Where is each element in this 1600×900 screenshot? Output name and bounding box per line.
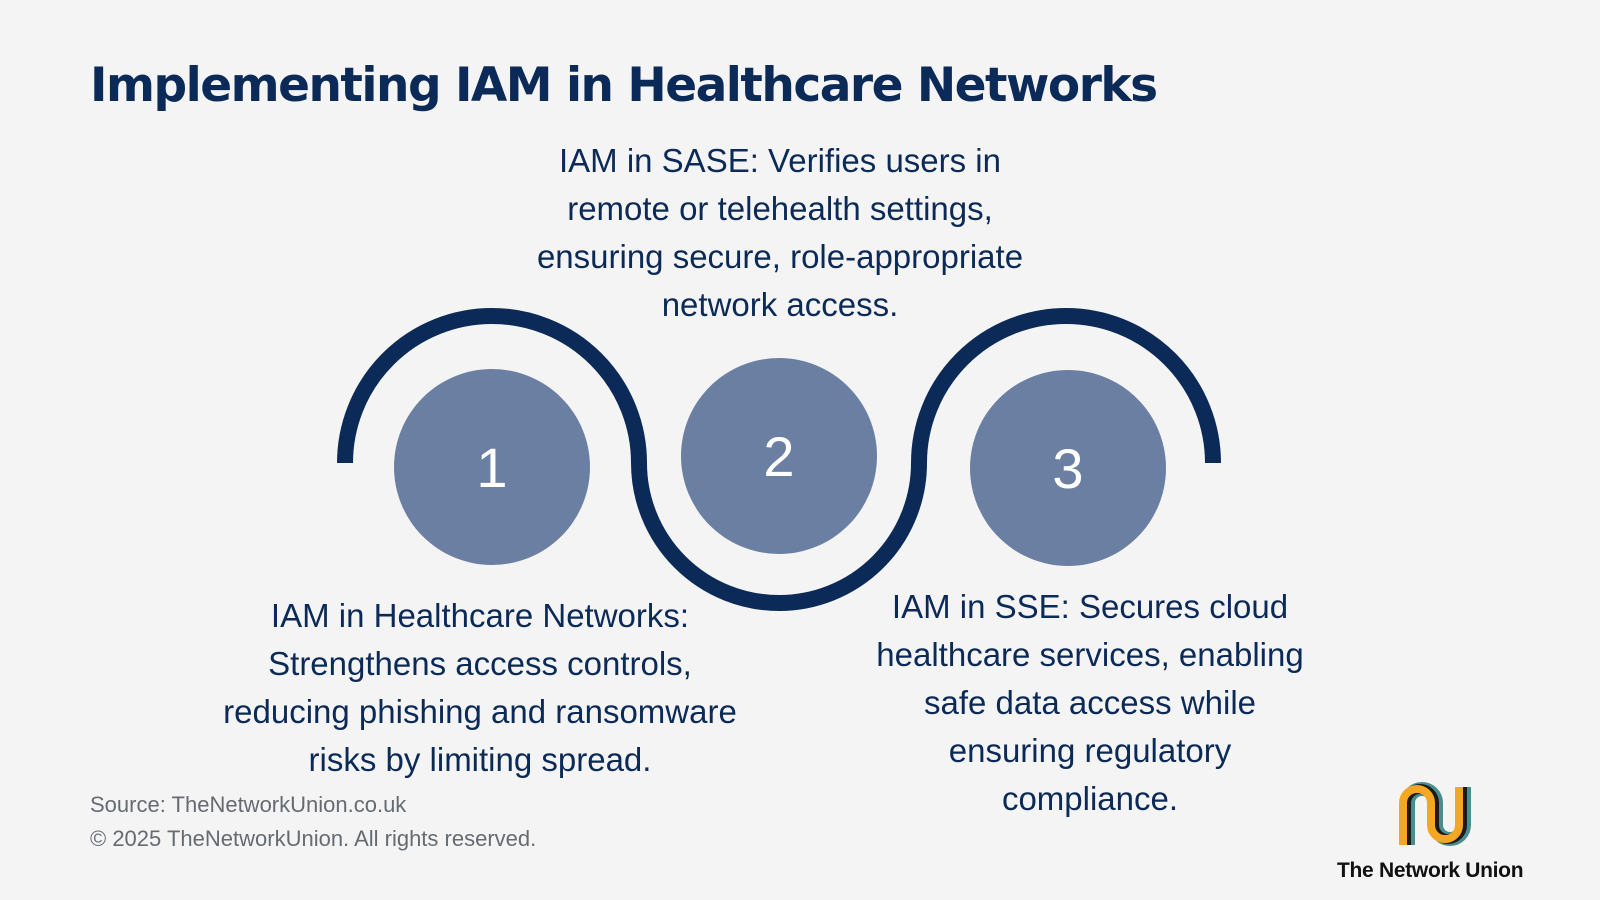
step-1-description: IAM in Healthcare Networks: Strengthens … — [223, 597, 737, 778]
network-union-logo-icon — [1399, 782, 1471, 846]
copyright-note: © 2025 TheNetworkUnion. All rights reser… — [90, 826, 537, 851]
step-3-circle: 3 — [970, 370, 1166, 566]
step-3-number: 3 — [1052, 436, 1084, 500]
step-1-number: 1 — [476, 435, 508, 499]
step-2-circle: 2 — [681, 358, 877, 554]
step-1-circle: 1 — [394, 369, 590, 565]
step-2-number: 2 — [763, 424, 795, 488]
source-note: Source: TheNetworkUnion.co.uk — [90, 792, 407, 817]
step-3-description: IAM in SSE: Secures cloud healthcare ser… — [876, 588, 1304, 817]
step-2-description: IAM in SASE: Verifies users in remote or… — [536, 142, 1024, 323]
logo-text: The Network Union — [1337, 859, 1524, 882]
brand-logo: The Network Union — [1330, 775, 1550, 885]
page-title: Implementing IAM in Healthcare Networks — [90, 58, 1158, 113]
